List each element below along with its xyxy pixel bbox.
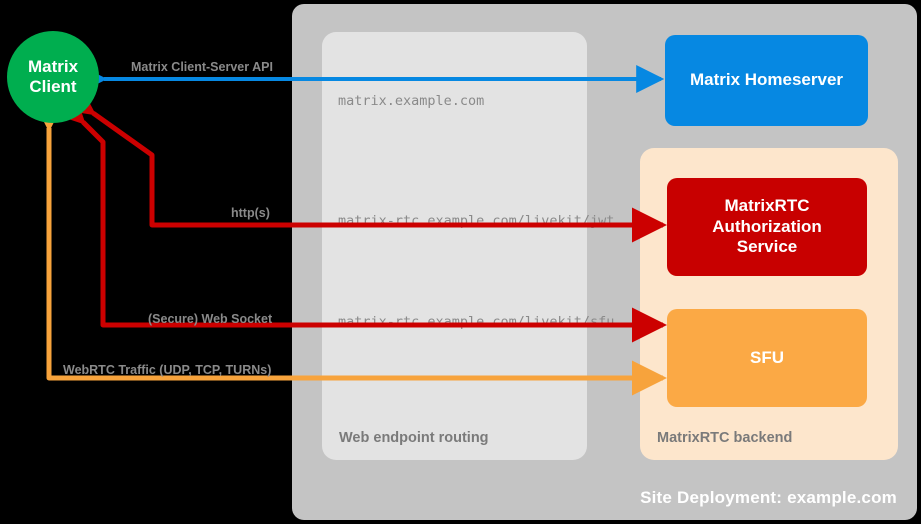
site-deployment-label: Site Deployment: example.com bbox=[640, 488, 897, 507]
web-endpoint-routing-label: Web endpoint routing bbox=[339, 430, 489, 446]
node-matrixrtc-authorization-service-label: MatrixRTC Authorization Service bbox=[712, 196, 822, 258]
node-sfu-label: SFU bbox=[750, 347, 784, 367]
node-matrixrtc-authorization-service[interactable]: MatrixRTC Authorization Service bbox=[667, 178, 867, 276]
client-label-line1: Matrix bbox=[27, 56, 79, 76]
node-matrix-client-label: Matrix Client bbox=[28, 57, 78, 97]
matrixrtc-backend-label: MatrixRTC backend bbox=[657, 430, 793, 446]
client-label-line2: Client bbox=[29, 77, 77, 96]
auth-label-line2: Authorization bbox=[712, 216, 822, 236]
auth-label-line3: Service bbox=[736, 237, 798, 257]
node-matrix-homeserver[interactable]: Matrix Homeserver bbox=[665, 35, 868, 126]
link-label-webrtc-traffic: WebRTC Traffic (UDP, TCP, TURNs) bbox=[63, 363, 272, 377]
auth-label-line1: MatrixRTC bbox=[724, 195, 810, 215]
link-label-secure-web-socket: (Secure) Web Socket bbox=[148, 312, 273, 326]
link-label-matrix-client-server-api: Matrix Client-Server API bbox=[131, 60, 273, 74]
node-sfu[interactable]: SFU bbox=[667, 309, 867, 407]
link-label-https: http(s) bbox=[231, 206, 270, 220]
node-matrix-homeserver-label: Matrix Homeserver bbox=[689, 70, 844, 90]
link-webrtc-traffic bbox=[31, 97, 668, 396]
node-matrix-client[interactable]: Matrix Client bbox=[7, 31, 99, 123]
link-https bbox=[57, 80, 668, 243]
